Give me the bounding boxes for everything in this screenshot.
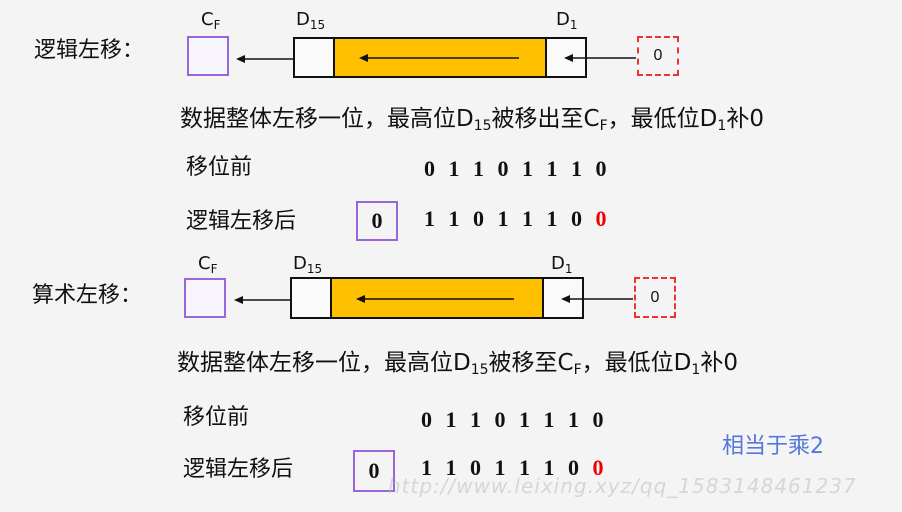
- logical-cf-label: CF: [201, 9, 221, 32]
- logical-carry-box: 0: [356, 201, 398, 241]
- logical-arrow-to-cf: [236, 55, 294, 63]
- arithmetic-d15-cell: [290, 277, 332, 319]
- arithmetic-fill-zero-box: 0: [634, 277, 676, 318]
- arithmetic-description: 数据整体左移一位，最高位D15被移至CF，最低位D1补0: [177, 350, 738, 378]
- arithmetic-d1-label: D1: [551, 253, 573, 276]
- arithmetic-arrow-to-cf: [234, 296, 291, 304]
- logical-arrow-inside: [359, 54, 519, 62]
- logical-d1-label: D1: [556, 9, 578, 32]
- logical-before-label: 移位前: [186, 155, 253, 180]
- arithmetic-cf-label: CF: [198, 253, 218, 276]
- logical-fill-zero-box: 0: [637, 36, 679, 76]
- arithmetic-after-bits: 1 1 0 1 1 1 0 0: [421, 455, 608, 480]
- arithmetic-cf-box: [184, 278, 226, 318]
- arithmetic-register-bar: [330, 277, 544, 319]
- logical-arrow-to-d1: [564, 54, 636, 62]
- multiply-by-two-note: 相当于乘2: [722, 434, 824, 459]
- arithmetic-arrow-to-d1: [561, 295, 633, 303]
- logical-d15-label: D15: [296, 9, 326, 32]
- logical-shift-title: 逻辑左移：: [34, 38, 145, 63]
- logical-cf-box: [187, 36, 229, 76]
- watermark: http://www.leixing.xyz/qq_1583148461237: [388, 474, 857, 498]
- arithmetic-shift-title: 算术左移：: [32, 283, 143, 308]
- arithmetic-arrow-inside: [356, 295, 514, 303]
- arithmetic-before-bits: 0 1 1 0 1 1 1 0: [421, 407, 608, 432]
- arithmetic-before-label: 移位前: [183, 405, 250, 430]
- arithmetic-after-label: 逻辑左移后: [183, 457, 294, 482]
- logical-description: 数据整体左移一位，最高位D15被移出至CF，最低位D1补0: [180, 106, 764, 134]
- arithmetic-carry-box: 0: [353, 450, 395, 492]
- logical-d15-cell: [293, 37, 335, 78]
- logical-after-label: 逻辑左移后: [186, 209, 297, 234]
- logical-before-bits: 0 1 1 0 1 1 1 0: [424, 156, 611, 181]
- arithmetic-d1-cell: [542, 277, 584, 319]
- logical-after-bits: 1 1 0 1 1 1 0 0: [424, 206, 611, 231]
- arithmetic-d15-label: D15: [293, 253, 323, 276]
